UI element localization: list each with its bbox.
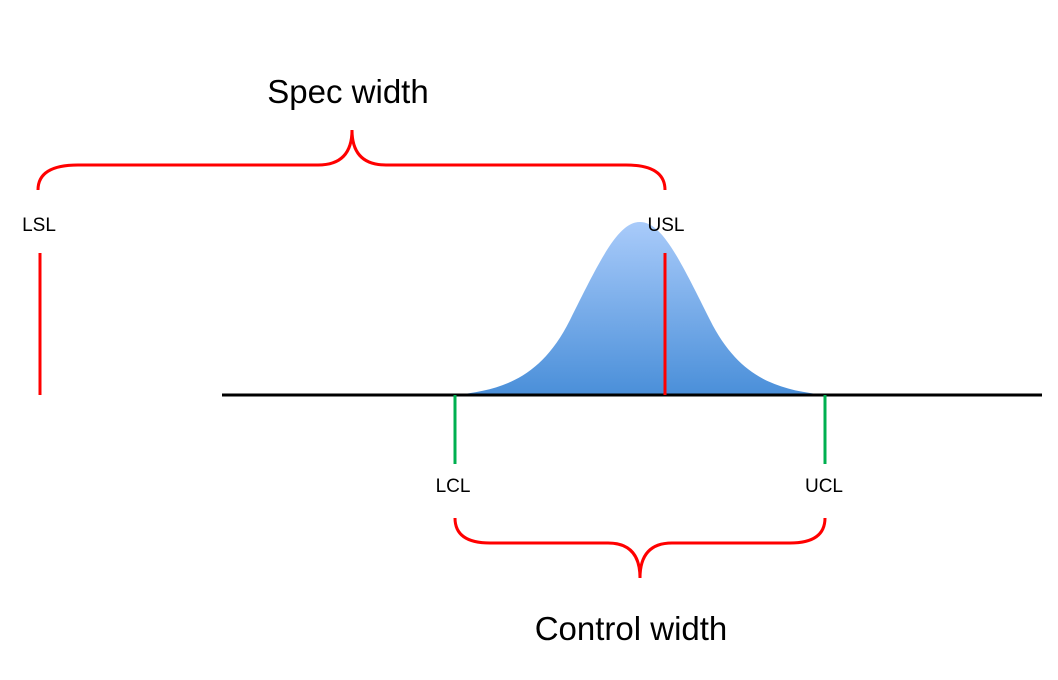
distribution-curve xyxy=(455,222,825,395)
spec-width-brace xyxy=(36,129,667,191)
control-width-brace xyxy=(453,517,827,579)
control-width-label: Control width xyxy=(535,610,728,647)
lcl-label: LCL xyxy=(436,476,471,497)
spec-width-label: Spec width xyxy=(267,73,428,110)
lsl-label: LSL xyxy=(22,215,56,236)
usl-label: USL xyxy=(648,215,685,236)
ucl-label: UCL xyxy=(805,476,843,497)
